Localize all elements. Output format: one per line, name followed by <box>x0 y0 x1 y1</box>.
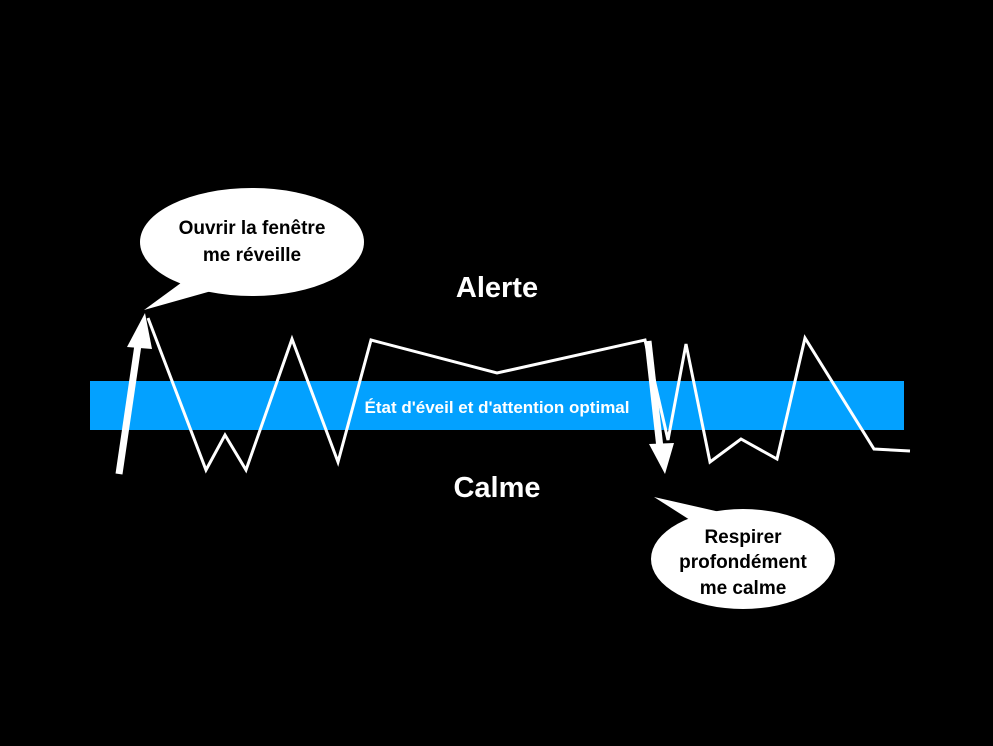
bubble-breath-line3: me calme <box>700 578 787 599</box>
bubble-breath-line1: Respirer <box>704 527 782 548</box>
speech-bubble-breath: Respirer profondément me calme <box>651 497 835 609</box>
speech-bubble-window: Ouvrir la fenêtre me réveille <box>140 188 364 310</box>
arrow-down-icon <box>644 340 674 474</box>
optimal-zone-label: État d'éveil et d'attention optimal <box>364 398 629 417</box>
optimal-zone-band <box>90 381 904 430</box>
bubble-window-line1: Ouvrir la fenêtre <box>179 218 326 239</box>
arousal-line <box>146 317 911 474</box>
bubble-breath-line2: profondément <box>679 552 807 573</box>
calm-label: Calme <box>453 472 540 504</box>
bubble-window-line2: me réveille <box>203 245 301 266</box>
arrow-up-icon <box>115 313 152 475</box>
alert-label: Alerte <box>456 272 538 304</box>
